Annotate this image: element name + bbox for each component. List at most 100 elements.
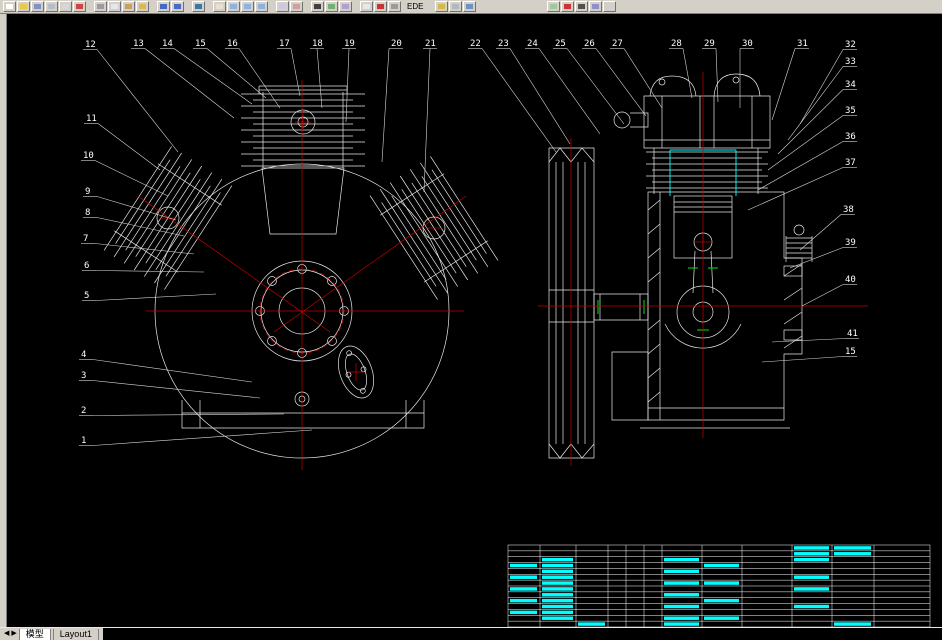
table-highlight-cell [834, 622, 871, 625]
callout-label-15: 15 [195, 39, 206, 49]
table-highlight-cell [664, 570, 699, 573]
table-highlight-cell [510, 587, 537, 590]
text-style-icon[interactable] [575, 1, 588, 12]
callout-label-36: 36 [845, 132, 856, 142]
callout-label-29: 29 [704, 39, 715, 49]
table-highlight-cell [542, 581, 573, 584]
callout-label-5: 5 [84, 291, 89, 301]
callout-label-22: 22 [470, 39, 481, 49]
callout-label-28: 28 [671, 39, 682, 49]
toolbar-options-icon[interactable] [603, 1, 616, 12]
toolbar: EDE [0, 0, 942, 14]
section-view-centerlines [538, 72, 868, 466]
table-highlight-cell [578, 622, 605, 625]
print-icon[interactable] [45, 1, 58, 12]
left-panel-strip [0, 14, 7, 627]
callout-label-21: 21 [425, 39, 436, 49]
open-icon[interactable] [17, 1, 30, 12]
callout-label-8: 8 [85, 208, 90, 218]
callout-label-34: 34 [845, 80, 856, 90]
callout-label-40: 40 [845, 275, 856, 285]
print-preview-icon[interactable] [59, 1, 72, 12]
table-highlight-cell [542, 587, 573, 590]
table-highlight-cell [510, 599, 537, 602]
pan-icon[interactable] [213, 1, 226, 12]
callout-label-15: 15 [845, 347, 856, 357]
parts-table [508, 545, 930, 627]
layout-tabs: ◀ ▶ 模型 Layout1 [0, 628, 103, 640]
table-highlight-cell [664, 605, 699, 608]
zoom-realtime-icon[interactable] [227, 1, 240, 12]
dimension-style-icon[interactable] [589, 1, 602, 12]
save-icon[interactable] [31, 1, 44, 12]
table-highlight-cell [834, 546, 871, 549]
zoom-window-icon[interactable] [241, 1, 254, 12]
layers-icon[interactable] [360, 1, 373, 12]
ucs-icon[interactable] [463, 1, 476, 12]
zoom-previous-icon[interactable] [255, 1, 268, 12]
table-highlight-cell [664, 622, 699, 625]
table-highlight-cell [542, 611, 573, 614]
callouts: 1213141516171819202111109876543212223242… [79, 39, 859, 446]
callout-label-27: 27 [612, 39, 623, 49]
match-properties-icon[interactable] [136, 1, 149, 12]
callout-label-37: 37 [845, 158, 856, 168]
callout-label-39: 39 [845, 238, 856, 248]
table-highlight-cell [704, 564, 739, 567]
new-icon[interactable] [3, 1, 16, 12]
spelling-icon[interactable] [73, 1, 86, 12]
osnap-icon[interactable] [435, 1, 448, 12]
table-highlight-cell [704, 581, 739, 584]
callout-label-14: 14 [162, 39, 173, 49]
callout-label-31: 31 [797, 39, 808, 49]
cut-icon[interactable] [94, 1, 107, 12]
copy-icon[interactable] [108, 1, 121, 12]
tab-scroll-left-icon[interactable]: ◀ [4, 628, 9, 640]
callout-label-41: 41 [847, 329, 858, 339]
callout-label-20: 20 [391, 39, 402, 49]
insert-hyperlink-icon[interactable] [192, 1, 205, 12]
table-highlight-cell [704, 616, 739, 619]
status-bar: ◀ ▶ 模型 Layout1 [0, 627, 942, 640]
front-view-linework [102, 86, 499, 458]
callout-label-17: 17 [279, 39, 290, 49]
table-highlight-cell [510, 611, 537, 614]
table-highlight-cell [664, 581, 699, 584]
linetype-icon[interactable] [388, 1, 401, 12]
layer-color-icon[interactable] [374, 1, 387, 12]
text-icon[interactable] [311, 1, 324, 12]
callout-label-7: 7 [83, 234, 88, 244]
insert-block-icon[interactable] [339, 1, 352, 12]
table-icon[interactable] [325, 1, 338, 12]
callout-label-6: 6 [84, 261, 89, 271]
callout-label-1: 1 [81, 436, 86, 446]
callout-label-4: 4 [81, 350, 86, 360]
callout-label-9: 9 [85, 187, 90, 197]
callout-label-16: 16 [227, 39, 238, 49]
table-highlight-cell [664, 593, 699, 596]
table-highlight-cell [664, 558, 699, 561]
callout-label-10: 10 [83, 151, 94, 161]
callout-label-23: 23 [498, 39, 509, 49]
table-highlight-cell [542, 599, 573, 602]
table-highlight-cell [542, 575, 573, 578]
callout-label-12: 12 [85, 40, 96, 50]
tab-layout1[interactable]: Layout1 [53, 629, 99, 640]
grid-icon[interactable] [449, 1, 462, 12]
callout-label-32: 32 [845, 40, 856, 50]
redo-icon[interactable] [171, 1, 184, 12]
properties-icon[interactable] [276, 1, 289, 12]
tab-model[interactable]: 模型 [19, 629, 51, 640]
callout-label-13: 13 [133, 39, 144, 49]
osnap-markers [598, 268, 718, 330]
table-highlight-cell [834, 552, 871, 555]
table-highlight-cell [510, 564, 537, 567]
undo-icon[interactable] [157, 1, 170, 12]
distance-icon[interactable] [290, 1, 303, 12]
tab-scroll-right-icon[interactable]: ▶ [11, 628, 16, 640]
object-color-icon[interactable] [561, 1, 574, 12]
layer-previous-icon[interactable] [547, 1, 560, 12]
table-highlight-cell [794, 558, 829, 561]
paste-icon[interactable] [122, 1, 135, 12]
